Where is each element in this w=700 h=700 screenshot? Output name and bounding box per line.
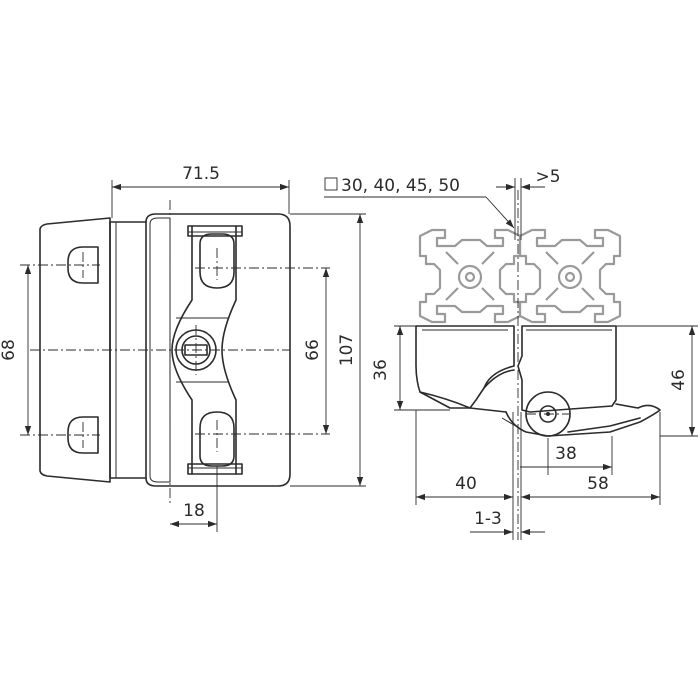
dim-66-label: 66 — [303, 339, 323, 361]
square-section-icon — [324, 177, 338, 191]
dim-71-5-label: 71.5 — [182, 164, 220, 184]
dim-38-label: 38 — [555, 444, 577, 464]
dim-40-label: 40 — [455, 474, 477, 494]
side-dimensions: 30, 40, 45, 50 >5 36 46 38 40 58 — [324, 167, 698, 540]
front-dimensions: 71.5 68 66 107 18 — [0, 164, 366, 532]
dim-1-3-label: 1-3 — [474, 509, 502, 529]
dim-107-label: 107 — [337, 334, 357, 366]
dim-58-label: 58 — [587, 474, 609, 494]
dim-gt5-label: >5 — [535, 167, 560, 187]
dim-36-label: 36 — [371, 359, 391, 381]
side-view — [415, 190, 661, 540]
dim-18-label: 18 — [183, 501, 205, 521]
dim-46-label: 46 — [669, 369, 689, 391]
profile-left — [418, 228, 522, 324]
profile-right — [518, 228, 622, 324]
dim-68-label: 68 — [0, 339, 19, 361]
profile-sizes-label: 30, 40, 45, 50 — [341, 176, 460, 196]
front-view — [20, 200, 330, 505]
